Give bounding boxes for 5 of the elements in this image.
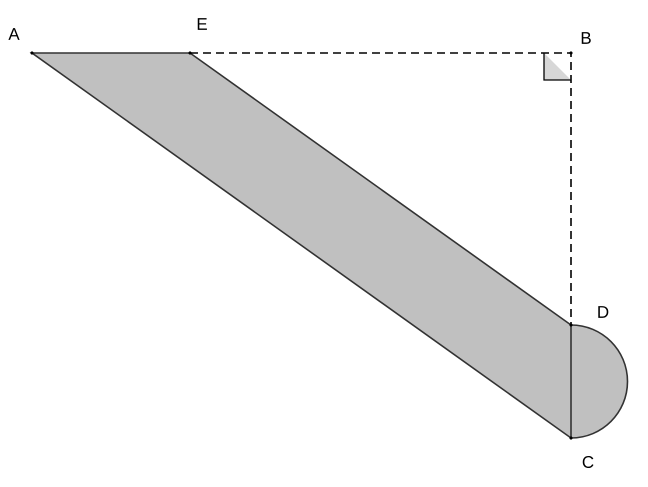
- point-label: C: [582, 456, 594, 468]
- point-label: A: [8, 28, 20, 40]
- point-label: D: [598, 306, 608, 318]
- point-label: E: [198, 18, 207, 30]
- point-label: B: [582, 32, 591, 44]
